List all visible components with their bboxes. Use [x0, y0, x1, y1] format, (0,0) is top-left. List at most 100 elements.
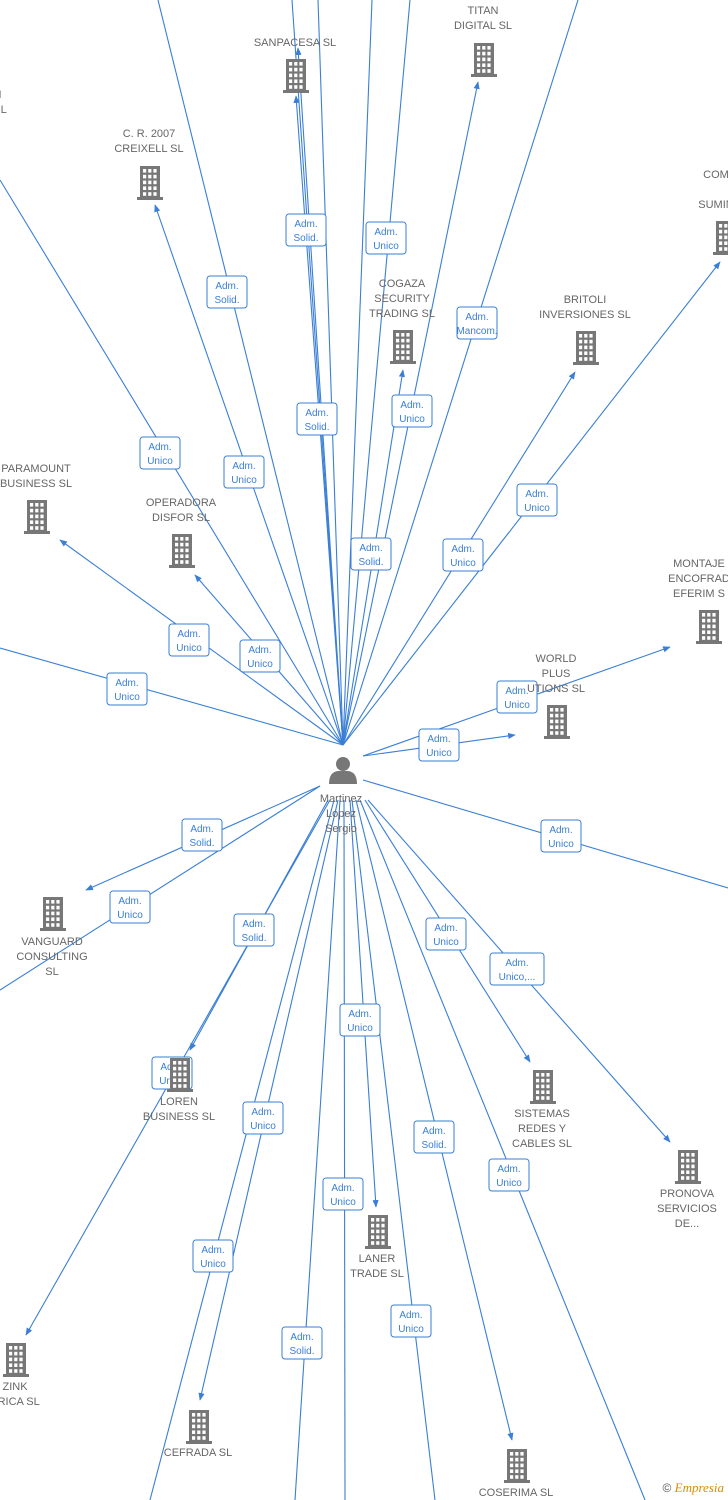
edge-role-label[interactable]: Adm.Unico	[223, 455, 265, 489]
edge-role-label[interactable]: Adm.Solid.	[233, 913, 275, 947]
edge-role-text: Mancom.	[456, 326, 497, 337]
edge-line	[343, 799, 346, 1500]
edge-role-text: Solid.	[189, 838, 214, 849]
company-label: WORLD	[536, 653, 577, 665]
company-node-zink[interactable]: ZINKBRICA SL	[0, 1343, 40, 1408]
company-node-topleft[interactable]: ISL	[0, 89, 7, 116]
edge-line	[0, 785, 321, 991]
edge-role-label[interactable]: Adm. Unico	[390, 1304, 432, 1338]
edge-role-label[interactable]: Adm.Solid.	[281, 1326, 323, 1360]
company-label: LANER	[359, 1253, 396, 1265]
company-node-coserima[interactable]: COSERIMA SL	[479, 1449, 554, 1499]
edge-role-text: Unico	[548, 839, 574, 850]
company-label: SL	[0, 104, 7, 116]
company-label: REDES Y	[518, 1123, 567, 1135]
edge-role-label[interactable]: Adm.Unico	[192, 1239, 234, 1273]
edge-role-label[interactable]: Adm.Unico	[106, 672, 148, 706]
building-icon	[504, 1449, 530, 1483]
edge-role-label[interactable]: Adm. Unico	[540, 819, 582, 853]
edge-role-label[interactable]: Adm.Unico	[322, 1177, 364, 1211]
edge-role-label[interactable]: Adm.Unico	[425, 917, 467, 951]
edge-role-label[interactable]: Adm.Unico	[391, 394, 433, 428]
building-icon	[573, 331, 599, 365]
edge-role-label[interactable]: Adm.Solid.	[206, 275, 248, 309]
edge-role-label[interactable]: Adm.Unico	[239, 639, 281, 673]
edge-role-text: Adm.	[549, 825, 572, 836]
edge-role-text: Adm.	[465, 312, 488, 323]
edge-role-text: Adm.	[374, 227, 397, 238]
company-label: INVERSIONES SL	[539, 309, 631, 321]
edge-role-box	[350, 537, 392, 571]
edge-role-label[interactable]: Adm.Solid.	[296, 402, 338, 436]
edge-role-label[interactable]: Adm.Solid.	[181, 818, 223, 852]
edge-role-label[interactable]: Adm.Unico	[168, 623, 210, 657]
edge-line	[294, 799, 341, 1500]
edge-role-label[interactable]: Adm.Unico	[365, 221, 407, 255]
edge-role-text: Solid.	[289, 1346, 314, 1357]
company-label: SUMIN	[698, 199, 728, 211]
edge-role-text: Adm.	[427, 734, 450, 745]
company-node-comsumin[interactable]: COMSUMIN	[698, 169, 728, 255]
brand-logo[interactable]: Empresia	[674, 1480, 724, 1495]
company-label: BUSINESS SL	[0, 478, 72, 490]
building-icon	[530, 1070, 556, 1104]
edge-role-text: Unico	[247, 659, 273, 670]
edge-role-label[interactable]: Adm. Mancom.	[456, 306, 498, 340]
edge-role-text: Adm.	[399, 1310, 422, 1321]
edge-role-label[interactable]: Adm.Unico,...	[489, 952, 545, 986]
company-node-cefrada[interactable]: CEFRADA SL	[164, 1410, 232, 1459]
edge-role-text: Unico	[399, 414, 425, 425]
edge-role-label[interactable]: Adm.Unico	[418, 728, 460, 762]
edge-role-box	[281, 1326, 323, 1360]
company-label: BUSINESS SL	[143, 1111, 215, 1123]
edge-line	[359, 799, 646, 1500]
edge-role-label[interactable]: Adm.Unico	[516, 483, 558, 517]
edge-role-text: Adm.	[359, 543, 382, 554]
company-label: COSERIMA SL	[479, 1487, 554, 1499]
edge-role-label[interactable]: Adm.Unico	[442, 538, 484, 572]
edge-role-label[interactable]: Adm.Solid.	[413, 1120, 455, 1154]
edge-role-box	[322, 1177, 364, 1211]
edge-role-text: Unico	[504, 700, 530, 711]
edge-role-text: Unico	[524, 503, 550, 514]
edge-role-label[interactable]: Adm.Unico	[488, 1158, 530, 1192]
edge-role-label[interactable]: Adm.Unico	[242, 1101, 284, 1135]
company-node-pronova[interactable]: PRONOVASERVICIOSDE...	[657, 1150, 717, 1230]
edge-role-label[interactable]: Adm.Unico	[109, 890, 151, 924]
copyright-footer: © Empresia	[662, 1480, 724, 1496]
edge-labels-layer: Adm.Solid.Adm.UnicoAdm.Solid.Adm.Mancom.…	[106, 213, 582, 1360]
edge-role-text: Unico	[398, 1324, 424, 1335]
company-label: MONTAJE	[673, 558, 725, 570]
building-icon	[169, 534, 195, 568]
edge-role-box	[285, 213, 327, 247]
edge-role-text: Unico	[200, 1259, 226, 1270]
edge-role-label[interactable]: Adm. Solid.	[350, 537, 392, 571]
edge-role-text: Solid.	[358, 557, 383, 568]
company-label: SL	[45, 966, 58, 978]
building-icon	[137, 166, 163, 200]
edge-role-text: Adm.	[305, 408, 328, 419]
edge-role-text: Unico	[250, 1121, 276, 1132]
company-node-sanpacesa[interactable]: SANPACESA SL	[254, 37, 336, 93]
edge-role-box	[540, 819, 582, 853]
edge-role-label[interactable]: Adm.Unico	[496, 680, 538, 714]
edge-role-label[interactable]: Adm.Unico	[139, 436, 181, 470]
person-name-label: Martinez	[320, 793, 362, 805]
edge-line	[351, 799, 436, 1500]
edge-role-label[interactable]: Adm.Solid.	[285, 213, 327, 247]
edge-role-box	[223, 455, 265, 489]
edge-role-label[interactable]: Adm.Unico	[339, 1003, 381, 1037]
